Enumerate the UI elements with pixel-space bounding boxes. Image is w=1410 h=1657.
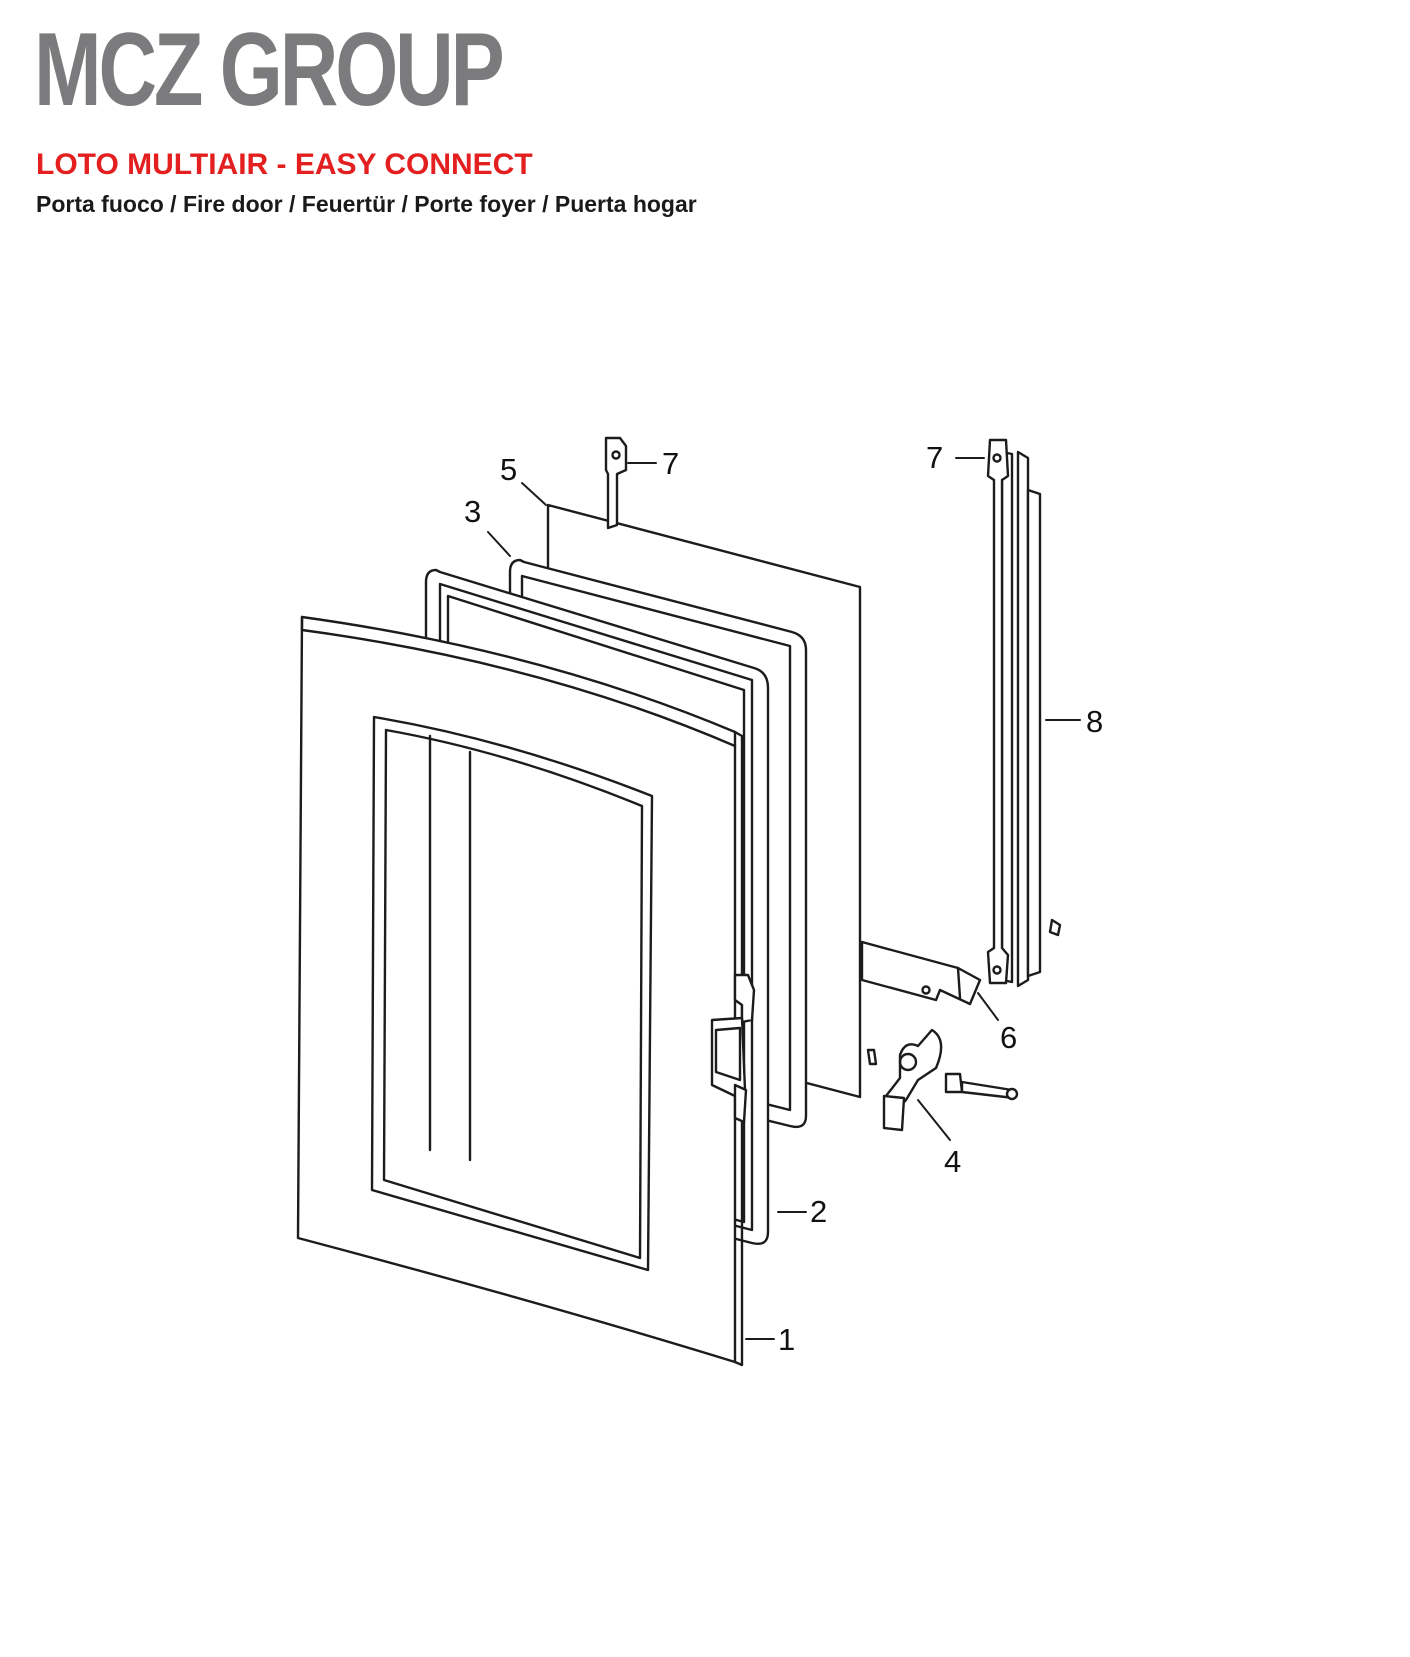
diagram-subtitle: Porta fuoco / Fire door / Feuertür / Por… bbox=[36, 191, 697, 217]
part-8-side-profile bbox=[986, 438, 1062, 988]
part-6-lower-hinge-bracket bbox=[860, 940, 982, 1006]
product-title: LOTO MULTIAIR - EASY CONNECT bbox=[36, 148, 533, 181]
callout-5: 5 bbox=[500, 452, 517, 487]
callout-1: 1 bbox=[778, 1322, 795, 1357]
callout-8: 8 bbox=[1086, 704, 1103, 739]
callout-4: 4 bbox=[944, 1144, 961, 1179]
callout-7-left: 7 bbox=[662, 446, 679, 481]
part-4-latch-assembly bbox=[866, 1028, 1019, 1132]
mcz-group-logo: MCZ GROUP bbox=[34, 12, 505, 128]
leader-lines bbox=[487, 457, 1081, 1340]
part-1-door-frame bbox=[296, 615, 756, 1367]
callout-2: 2 bbox=[810, 1194, 827, 1229]
callout-7-right: 7 bbox=[926, 440, 943, 475]
callout-3: 3 bbox=[464, 494, 481, 529]
part-7-upper-hinge-bracket bbox=[604, 436, 628, 530]
callout-6: 6 bbox=[1000, 1020, 1017, 1055]
